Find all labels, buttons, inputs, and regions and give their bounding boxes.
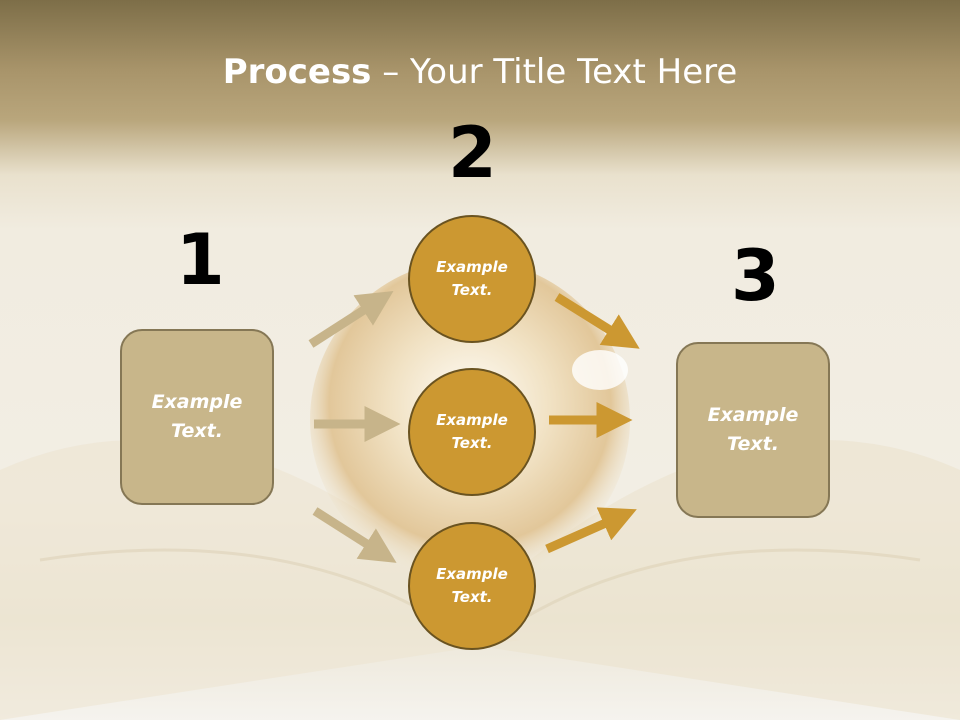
arrow-right-bottom: [545, 507, 637, 554]
circle-top-text: Example Text.: [436, 258, 508, 299]
step-1-text: Example Text.: [151, 391, 243, 442]
slide-title: Process – Your Title Text Here: [0, 52, 960, 92]
step-1-box[interactable]: Example Text.: [120, 329, 274, 505]
arrow-left-bottom: [312, 507, 397, 563]
step-3-text: Example Text.: [707, 404, 799, 455]
step-number-3: 3: [731, 235, 780, 317]
circle-middle-text: Example Text.: [436, 411, 508, 452]
step-2-circle-bottom[interactable]: Example Text.: [408, 522, 536, 650]
title-bold: Process: [222, 52, 372, 92]
step-number-2: 2: [448, 112, 497, 194]
circle-bottom-text: Example Text.: [436, 565, 508, 606]
step-2-circle-top[interactable]: Example Text.: [408, 215, 536, 343]
arrow-left-top: [308, 290, 394, 348]
step-2-circle-middle[interactable]: Example Text.: [408, 368, 536, 496]
step-number-1: 1: [176, 219, 225, 301]
step-3-box[interactable]: Example Text.: [676, 342, 830, 518]
title-rest: – Your Title Text Here: [371, 52, 738, 92]
arrow-right-top: [554, 293, 640, 349]
